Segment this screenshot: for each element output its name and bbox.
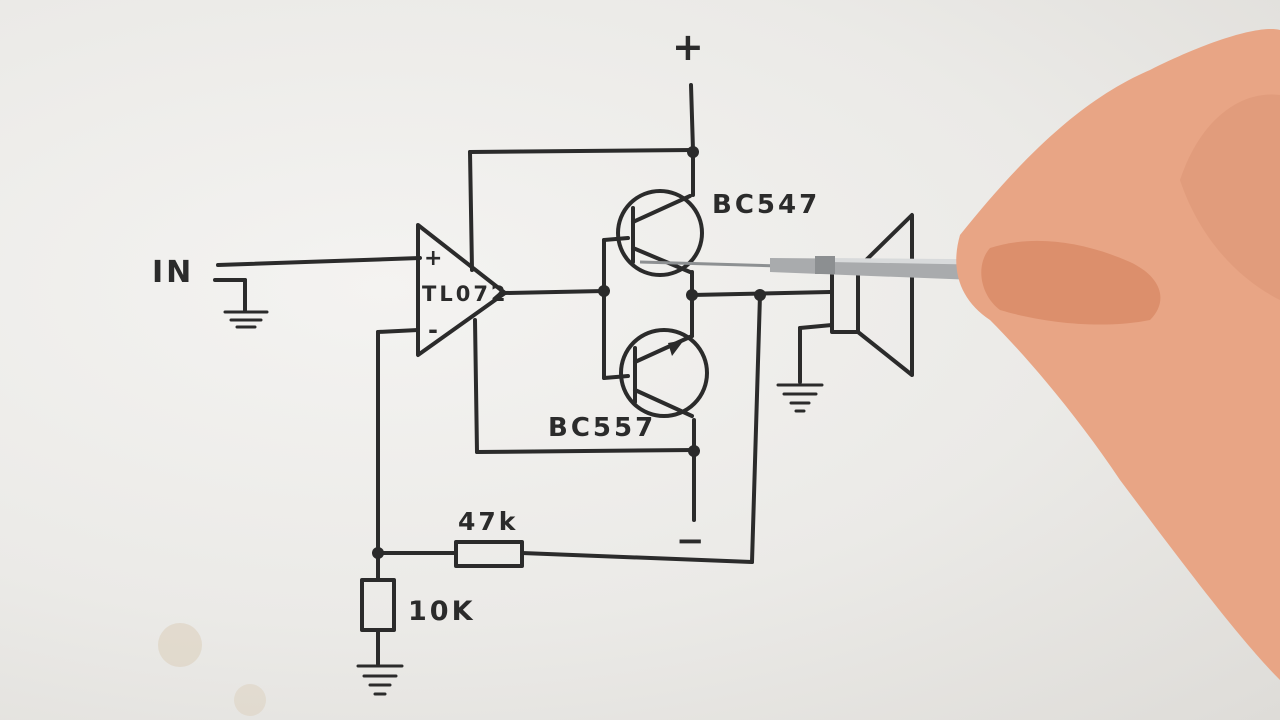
npn-label: BC547 xyxy=(712,190,820,220)
pnp-label: BC557 xyxy=(548,413,656,443)
paper-stain xyxy=(158,623,202,667)
npn-transistor xyxy=(616,189,704,277)
input-wire xyxy=(213,256,422,312)
output-node-wire xyxy=(690,270,832,564)
opamp-label: TL072 xyxy=(422,282,509,306)
feedback-resistor-label: 47k xyxy=(458,507,518,536)
positive-supply-label: + xyxy=(672,25,707,69)
feedback-resistor xyxy=(454,540,524,568)
junction-dot xyxy=(688,445,700,457)
speaker-symbol xyxy=(798,213,914,384)
input-label: IN xyxy=(152,255,194,290)
ground-resistor xyxy=(360,578,396,632)
opamp-output-wire xyxy=(503,236,630,380)
junction-dot xyxy=(687,146,699,158)
paper-stain xyxy=(234,684,266,716)
ground-resistor-label: 10K xyxy=(408,596,476,627)
opamp-plus-sign: + xyxy=(424,246,445,271)
junction-dot xyxy=(686,289,698,301)
pnp-transistor xyxy=(619,328,709,418)
hand xyxy=(956,29,1280,681)
junction-dot xyxy=(754,289,766,301)
opamp-minus-sign: - xyxy=(428,316,441,344)
junction-dot xyxy=(372,547,384,559)
feedback-ground-symbol xyxy=(356,664,404,696)
input-ground-symbol xyxy=(223,310,269,329)
supply-wires xyxy=(468,83,696,522)
opamp-triangle xyxy=(416,223,507,357)
feedback-wire xyxy=(376,328,754,666)
negative-supply-label: − xyxy=(676,521,708,561)
speaker-ground-symbol xyxy=(776,383,824,413)
junction-dot xyxy=(598,285,610,297)
